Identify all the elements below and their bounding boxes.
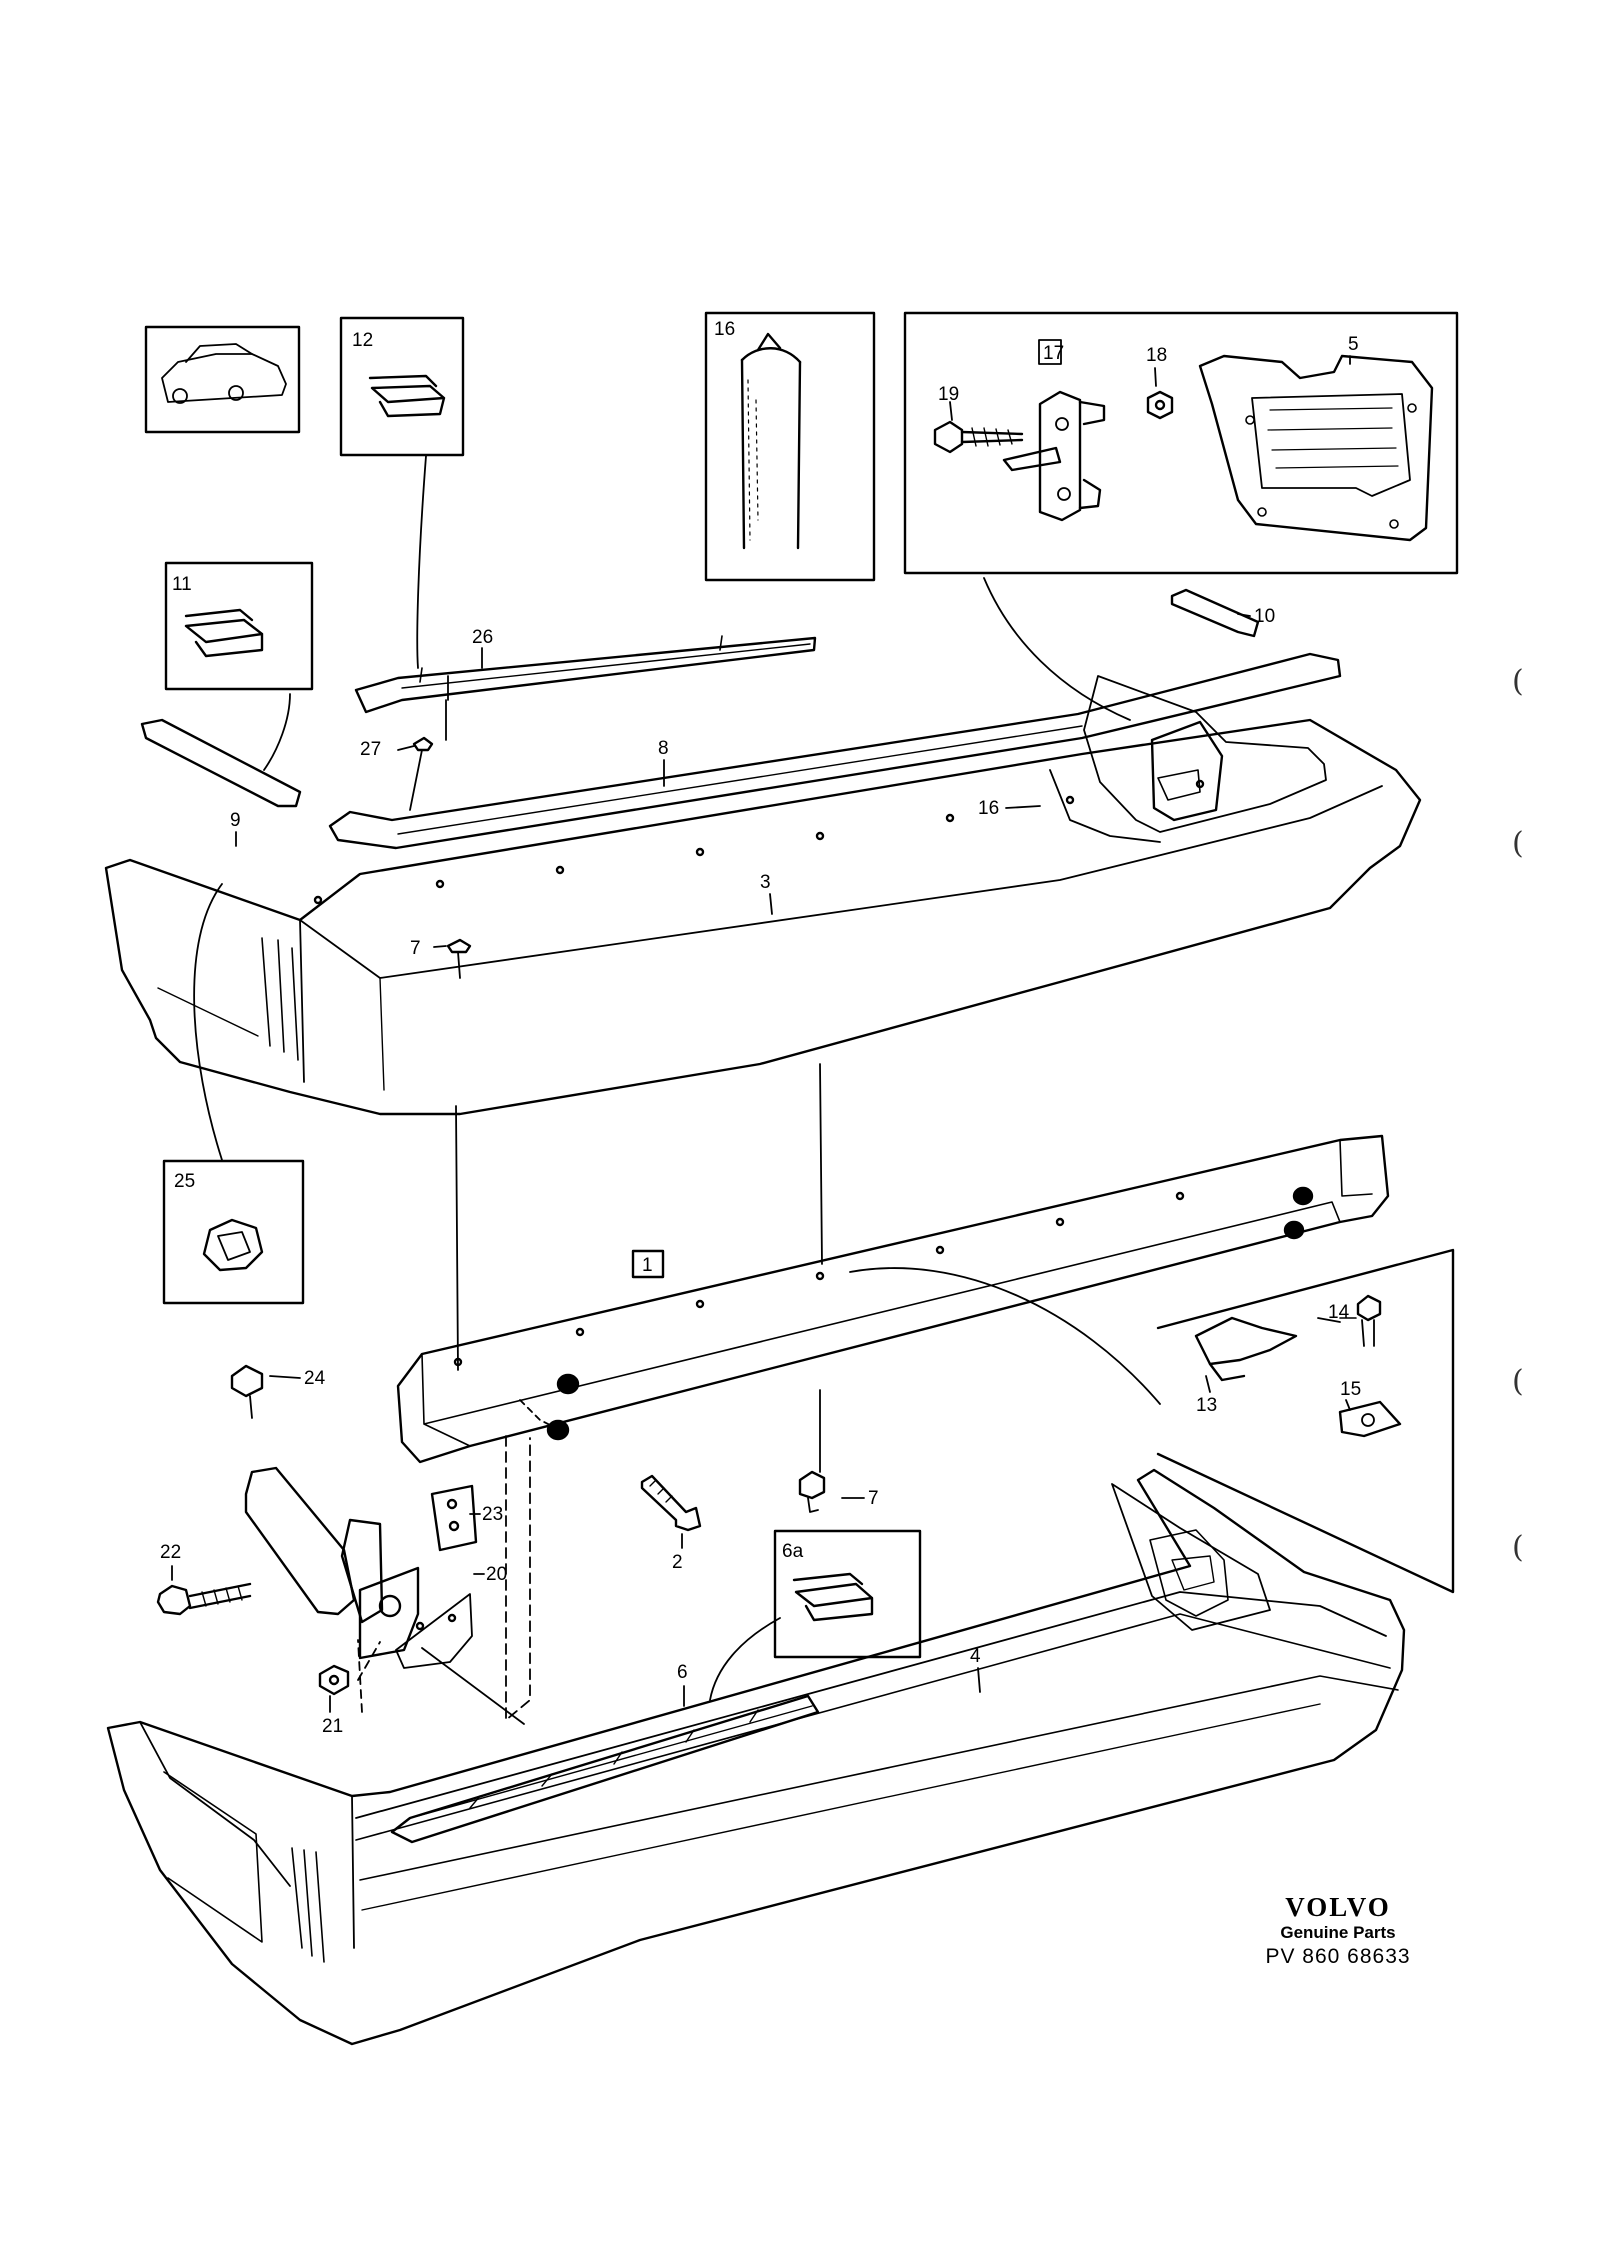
nut-24 — [230, 1364, 264, 1419]
margin-mark: ( — [1512, 826, 1524, 861]
callout-16a: 16 — [714, 319, 735, 340]
rear-moulding-26 — [354, 635, 817, 714]
callout-26: 26 — [472, 627, 493, 648]
callout-25: 25 — [174, 1171, 195, 1192]
reinforcement-beam-1: 1 — [396, 1134, 1390, 1464]
callout-5: 5 — [1348, 334, 1359, 355]
callout-16b: 16 — [978, 798, 999, 819]
fastener-inset-13-14-15: 13 14 15 — [1156, 1248, 1455, 1594]
bracket-assembly-inset: 17 18 19 5 — [903, 311, 1459, 575]
rivet-7-upper — [446, 938, 472, 979]
callout-10: 10 — [1254, 606, 1275, 627]
volvo-logo: VOLVO — [1285, 1892, 1391, 1922]
callout-23: 23 — [482, 1504, 503, 1525]
screw-27 — [412, 736, 434, 752]
clip-inset-25: 25 — [162, 1159, 305, 1305]
car-thumbnail-inset — [144, 325, 301, 434]
volvo-genuine-parts-brand: VOLVO Genuine Parts PV 860 68633 — [1238, 1892, 1438, 1970]
margin-mark: ( — [1512, 1530, 1524, 1565]
margin-mark: ( — [1512, 664, 1524, 699]
callout-22: 22 — [160, 1542, 181, 1563]
side-moulding-9 — [140, 718, 302, 808]
bumper-cover-3 — [104, 675, 1422, 1116]
nut-21 — [318, 1664, 350, 1696]
callout-1: 1 — [642, 1255, 653, 1276]
callout-7a: 7 — [410, 938, 421, 959]
clip-inset-11: 11 — [164, 561, 314, 691]
leader-lines — [193, 455, 1161, 1725]
callout-12: 12 — [352, 330, 373, 351]
upper-rim-moulding-8 — [328, 652, 1342, 850]
callout-8: 8 — [658, 738, 669, 759]
callout-24: 24 — [304, 1368, 326, 1389]
bolt-22 — [156, 1582, 252, 1616]
end-moulding-10 — [1170, 588, 1260, 638]
callout-9: 9 — [230, 810, 241, 831]
callout-15: 15 — [1340, 1379, 1361, 1400]
strip-6 — [390, 1694, 820, 1844]
callout-21: 21 — [322, 1716, 343, 1737]
callout-18: 18 — [1146, 345, 1167, 366]
clip-inset-12: 12 — [339, 316, 465, 457]
callout-11: 11 — [172, 574, 192, 595]
callout-19: 19 — [938, 384, 959, 405]
callout-6: 6 — [677, 1662, 688, 1683]
callout-27: 27 — [360, 739, 381, 760]
callout-17: 17 — [1043, 343, 1064, 364]
callout-3: 3 — [760, 872, 771, 893]
sealing-strip-inset-16: 16 — [704, 311, 876, 582]
callout-numbers: 26 10 27 8 9 16 3 7 24 7 23 2 22 20 21 6… — [160, 606, 1275, 1737]
bolt-2 — [640, 1474, 702, 1532]
callout-2: 2 — [672, 1552, 683, 1573]
diagram-code: PV 860 68633 — [1265, 1945, 1411, 1968]
genuine-parts-label: Genuine Parts — [1280, 1923, 1396, 1942]
margin-mark: ( — [1512, 1364, 1524, 1399]
callout-ticks — [171, 355, 1351, 1713]
lower-bumper-4 — [106, 1468, 1406, 2046]
callout-6a: 6a — [782, 1541, 804, 1562]
clip-inset-6a: 6a — [773, 1529, 922, 1659]
rivet-7-lower — [798, 1470, 826, 1513]
callout-7b: 7 — [868, 1488, 879, 1509]
mounting-bracket-20-23 — [244, 1466, 478, 1669]
callout-13: 13 — [1196, 1395, 1217, 1416]
callout-4: 4 — [970, 1646, 981, 1667]
callout-20: 20 — [486, 1564, 507, 1585]
